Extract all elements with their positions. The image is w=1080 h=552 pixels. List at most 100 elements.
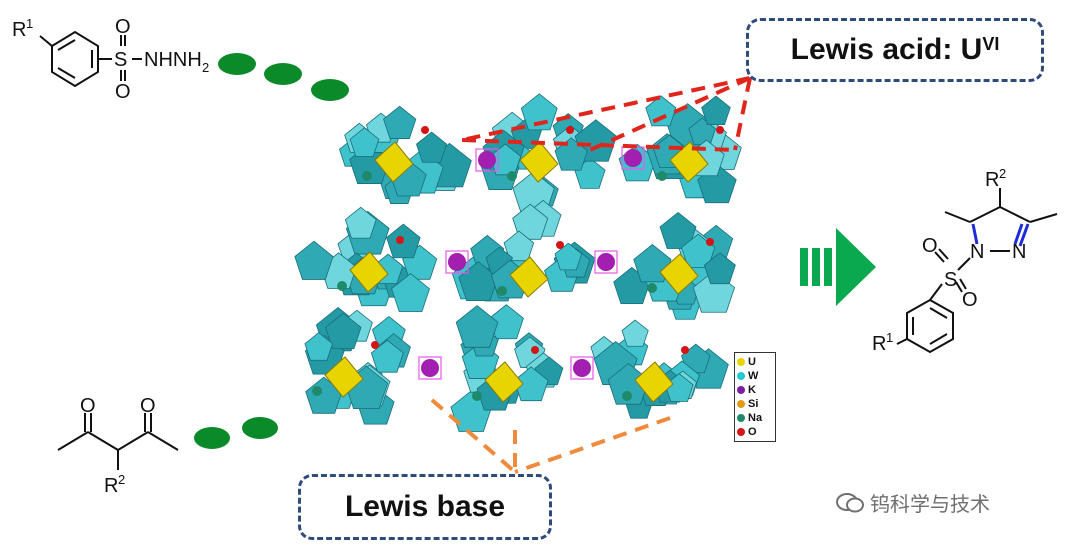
sodium-atom: [312, 386, 322, 396]
legend-label: U: [748, 356, 756, 368]
oxygen-atom: [371, 341, 379, 349]
lewis-base-callout: Lewis base: [298, 474, 552, 540]
green-dot: [242, 417, 278, 439]
potassium-cluster: [419, 357, 441, 379]
reactant1-r-sup: 1: [26, 16, 33, 31]
dots-top: [218, 53, 349, 101]
chat-bubble-icon: [836, 492, 864, 514]
green-dot: [264, 63, 302, 85]
product-oxygen-left: O: [922, 235, 938, 257]
diketone-r-sup: 2: [118, 472, 125, 487]
diketone-oxygen-right: O: [140, 395, 156, 417]
diketone-r-label: R: [104, 475, 118, 497]
reactant1-sulfur: S: [114, 49, 127, 71]
crystal-structure: [295, 94, 742, 432]
lewis-acid-callout: Lewis acid: UVI: [746, 18, 1044, 82]
tungsten-polyhedron: [456, 306, 498, 348]
legend-swatch: [737, 428, 745, 436]
tungsten-polyhedron: [416, 132, 446, 162]
sodium-atom: [657, 171, 667, 181]
oxygen-atom: [421, 126, 429, 134]
reactant1-r-label: R: [12, 19, 26, 41]
legend-item: Si: [737, 397, 773, 411]
polyoxometalate-cluster: [295, 207, 437, 311]
oxygen-atom: [566, 126, 574, 134]
reactant1-hydrazide: NHNH: [144, 49, 202, 71]
legend-item: W: [737, 369, 773, 383]
product-r2-label: R: [985, 169, 999, 191]
product-r1-label: R: [872, 333, 886, 355]
potassium-atom: [573, 359, 591, 377]
green-dot: [194, 427, 230, 449]
diketone-oxygen-left: O: [80, 395, 96, 417]
potassium-atom: [448, 253, 466, 271]
green-dot: [311, 79, 349, 101]
tungsten-polyhedron: [295, 241, 333, 279]
polyoxometalate-cluster: [452, 200, 595, 301]
sodium-atom: [337, 281, 347, 291]
reaction-arrow: [800, 228, 876, 306]
potassium-atom: [421, 359, 439, 377]
legend-swatch: [737, 400, 745, 408]
polyoxometalate-cluster: [451, 305, 563, 432]
oxygen-atom: [716, 126, 724, 134]
product-n1: N: [970, 241, 984, 263]
potassium-cluster: [571, 357, 593, 379]
watermark-text: 钨科学与技术: [870, 488, 990, 517]
product-r1-sup: 1: [886, 330, 893, 345]
polyoxometalate-cluster: [339, 106, 471, 203]
polyoxometalate-cluster: [591, 320, 729, 418]
sodium-atom: [472, 391, 482, 401]
sodium-atom: [507, 171, 517, 181]
tungsten-polyhedron: [622, 320, 648, 346]
polyoxometalate-cluster: [614, 212, 736, 319]
legend-swatch: [737, 372, 745, 380]
green-dot: [218, 53, 256, 75]
watermark: 钨科学与技术: [836, 488, 990, 517]
legend-item: U: [737, 355, 773, 369]
potassium-cluster: [595, 251, 617, 273]
reactant-diketone: [58, 413, 178, 470]
polyoxometalate-cluster: [481, 94, 616, 213]
legend-item: Na: [737, 411, 773, 425]
product-oxygen-right: O: [962, 289, 978, 311]
oxygen-atom: [531, 346, 539, 354]
product-sulfonyl-pyrazole: [897, 188, 1057, 352]
legend-swatch: [737, 386, 745, 394]
lewis-base-label: Lewis base: [345, 490, 505, 524]
tungsten-polyhedron: [702, 96, 731, 125]
lewis-acid-label: Lewis acid: U: [791, 33, 983, 67]
legend-label: K: [748, 384, 756, 396]
oxygen-atom: [706, 238, 714, 246]
sodium-atom: [362, 171, 372, 181]
legend-label: W: [748, 370, 758, 382]
oxygen-atom: [556, 241, 564, 249]
potassium-atom: [624, 149, 642, 167]
legend-item: O: [737, 425, 773, 439]
reactant1-oxygen-bottom: O: [115, 81, 131, 103]
tungsten-polyhedron: [384, 106, 416, 138]
legend-label: Na: [748, 412, 762, 424]
reactant1-oxygen-top: O: [115, 16, 131, 38]
legend-label: O: [748, 426, 757, 438]
product-sulfur: S: [944, 269, 957, 291]
reactant1-hydrazide-sub: 2: [202, 60, 209, 75]
product-n2: N: [1012, 241, 1026, 263]
product-r2-sup: 2: [999, 166, 1006, 181]
legend-item: K: [737, 383, 773, 397]
dots-bottom: [194, 417, 278, 449]
legend-label: Si: [748, 398, 758, 410]
tungsten-polyhedron: [345, 207, 376, 238]
potassium-atom: [597, 253, 615, 271]
sodium-atom: [622, 391, 632, 401]
potassium-atom: [478, 151, 496, 169]
sodium-atom: [497, 286, 507, 296]
sodium-atom: [647, 283, 657, 293]
legend-swatch: [737, 358, 745, 366]
oxygen-atom: [681, 346, 689, 354]
legend-swatch: [737, 414, 745, 422]
lewis-acid-oxidation-state: VI: [982, 34, 999, 55]
